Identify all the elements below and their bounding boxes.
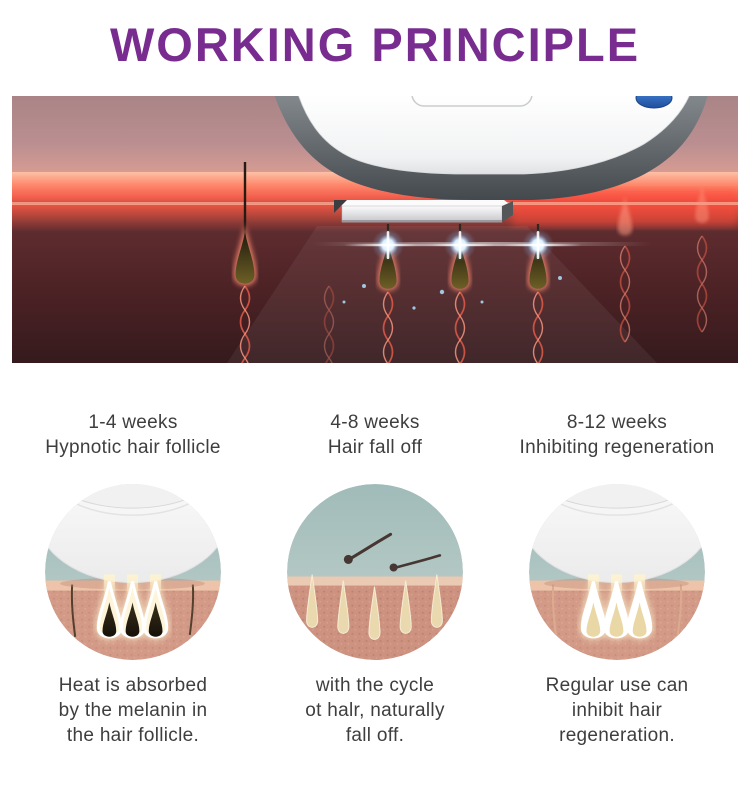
stage-1-caption: Heat is absorbed by the melanin in the h… — [58, 674, 208, 746]
stage-2-name: Hair fall off — [327, 437, 423, 459]
stage-1-period: 1-4 weeks — [88, 412, 178, 434]
page-title: WORKING PRINCIPLE — [109, 18, 641, 71]
stage-1-device-heating-follicles-illustration — [45, 483, 221, 660]
stage-3-name: Inhibiting regeneration — [519, 437, 715, 459]
stage-2-period: 4-8 weeks — [330, 412, 420, 434]
stage-column-2: 4-8 weeks Hair fall off — [254, 410, 496, 747]
stage-1-name: Hypnotic hair follicle — [45, 437, 221, 459]
stage-2-caption: with the cycle ot halr, naturally fall o… — [305, 674, 445, 746]
stage-3-period: 8-12 weeks — [566, 412, 668, 434]
stage-column-1: 1-4 weeks Hypnotic hair follicle — [12, 410, 254, 747]
hero-ipl-device-illustration — [12, 96, 738, 364]
stage-3-empty-follicles-illustration — [529, 483, 705, 660]
stage-3-caption: Regular use can inhibit hair regeneratio… — [545, 674, 689, 746]
stages-section: 1-4 weeks Hypnotic hair follicle — [0, 410, 750, 747]
stage-column-3: 8-12 weeks Inhibiting regeneration — [496, 410, 738, 747]
stage-2-hair-falloff-illustration — [287, 483, 463, 660]
